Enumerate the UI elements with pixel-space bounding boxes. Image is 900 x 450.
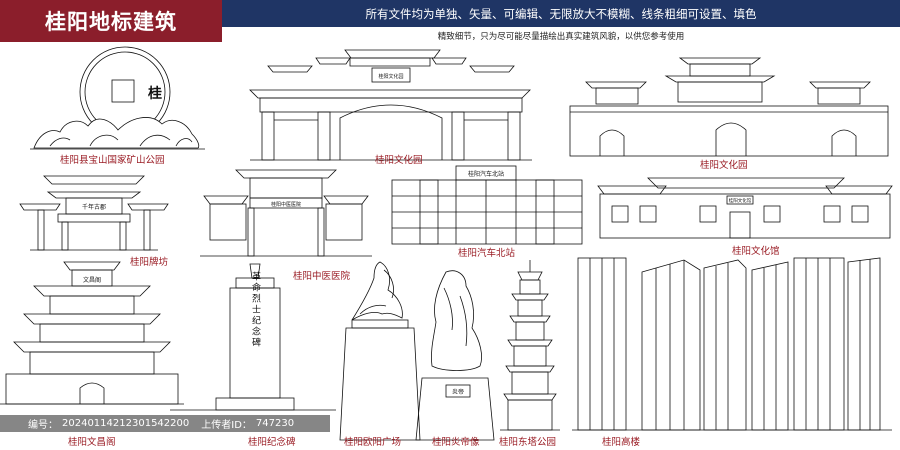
id-label: 编号： [28, 420, 58, 431]
martyrs-monument-drawing: 革命烈士纪念碑 [170, 263, 336, 411]
hospital-plaque-text: 桂阳中医医院 [271, 201, 301, 208]
coin-character: 桂 [147, 85, 162, 102]
paifang-plaque-text: 千年古郡 [82, 203, 106, 211]
label-hospital: 桂阳中医医院 [293, 271, 351, 282]
museum-plaque-text: 桂阳文化馆 [729, 197, 752, 204]
label-paifang: 桂阳牌坊 [130, 257, 169, 268]
cultural-center-drawing: 桂阳文化馆 [597, 177, 893, 239]
label-baoshan-mine-park: 桂阳县宝山国家矿山公园 [60, 155, 165, 166]
paifang-drawing: 千年古郡 [19, 175, 169, 251]
cultural-park-gate-drawing: 桂阳文化园 [249, 49, 532, 161]
feature-subdescription: 精致细节，只为尽可能尽量描绘出真实建筑风貌，以供您参考使用 [437, 31, 685, 42]
yandi-statue-drawing: 炎帝 [415, 270, 495, 441]
bus-station-drawing: 桂阳汽车北站 [391, 165, 583, 245]
yandi-inscription: 炎帝 [452, 388, 464, 396]
label-wenchang-pavilion: 桂阳文昌阁 [68, 437, 116, 448]
uploader-label: 上传者ID： [201, 420, 252, 431]
east-pagoda-drawing [500, 260, 560, 431]
arch-plaque-text: 桂阳文化园 [378, 73, 403, 80]
hospital-gate-drawing: 桂阳中医医院 [200, 169, 372, 257]
label-cultural-park-gate: 桂阳文化园 [375, 155, 423, 166]
label-ouyang-square: 桂阳欧阳广场 [344, 437, 402, 448]
wenchang-pavilion-drawing: 文昌阁 [0, 261, 184, 405]
coin-sculpture-drawing: 桂 [30, 46, 205, 150]
label-cultural-park-hall: 桂阳文化园 [700, 160, 748, 171]
feature-description: 所有文件均为单独、矢量、可编辑、无限放大不模糊、线条粗细可设置、填色 [222, 0, 900, 27]
label-cultural-center: 桂阳文化馆 [732, 246, 780, 257]
wenchang-plaque-text: 文昌阁 [83, 276, 101, 284]
high-rise-buildings-drawing [572, 257, 892, 431]
ouyang-statue-drawing [339, 261, 421, 441]
page-title: 桂阳地标建筑 [0, 0, 222, 42]
label-monument: 桂阳纪念碑 [248, 437, 296, 448]
cultural-park-hall-drawing [569, 57, 889, 157]
label-high-rises: 桂阳高楼 [602, 437, 641, 448]
image-id-bar: 编号： 20240114212301542200 上传者ID： 747230 [0, 415, 330, 432]
label-yandi-statue: 桂阳炎帝像 [432, 437, 480, 448]
label-bus-station: 桂阳汽车北站 [458, 248, 516, 259]
label-east-pagoda: 桂阳东塔公园 [499, 437, 557, 448]
uploader-value: 747230 [255, 418, 295, 429]
monument-inscription: 革命烈士纪念碑 [250, 270, 261, 348]
station-sign-text: 桂阳汽车北站 [468, 170, 504, 178]
id-value: 20240114212301542200 [62, 418, 190, 429]
